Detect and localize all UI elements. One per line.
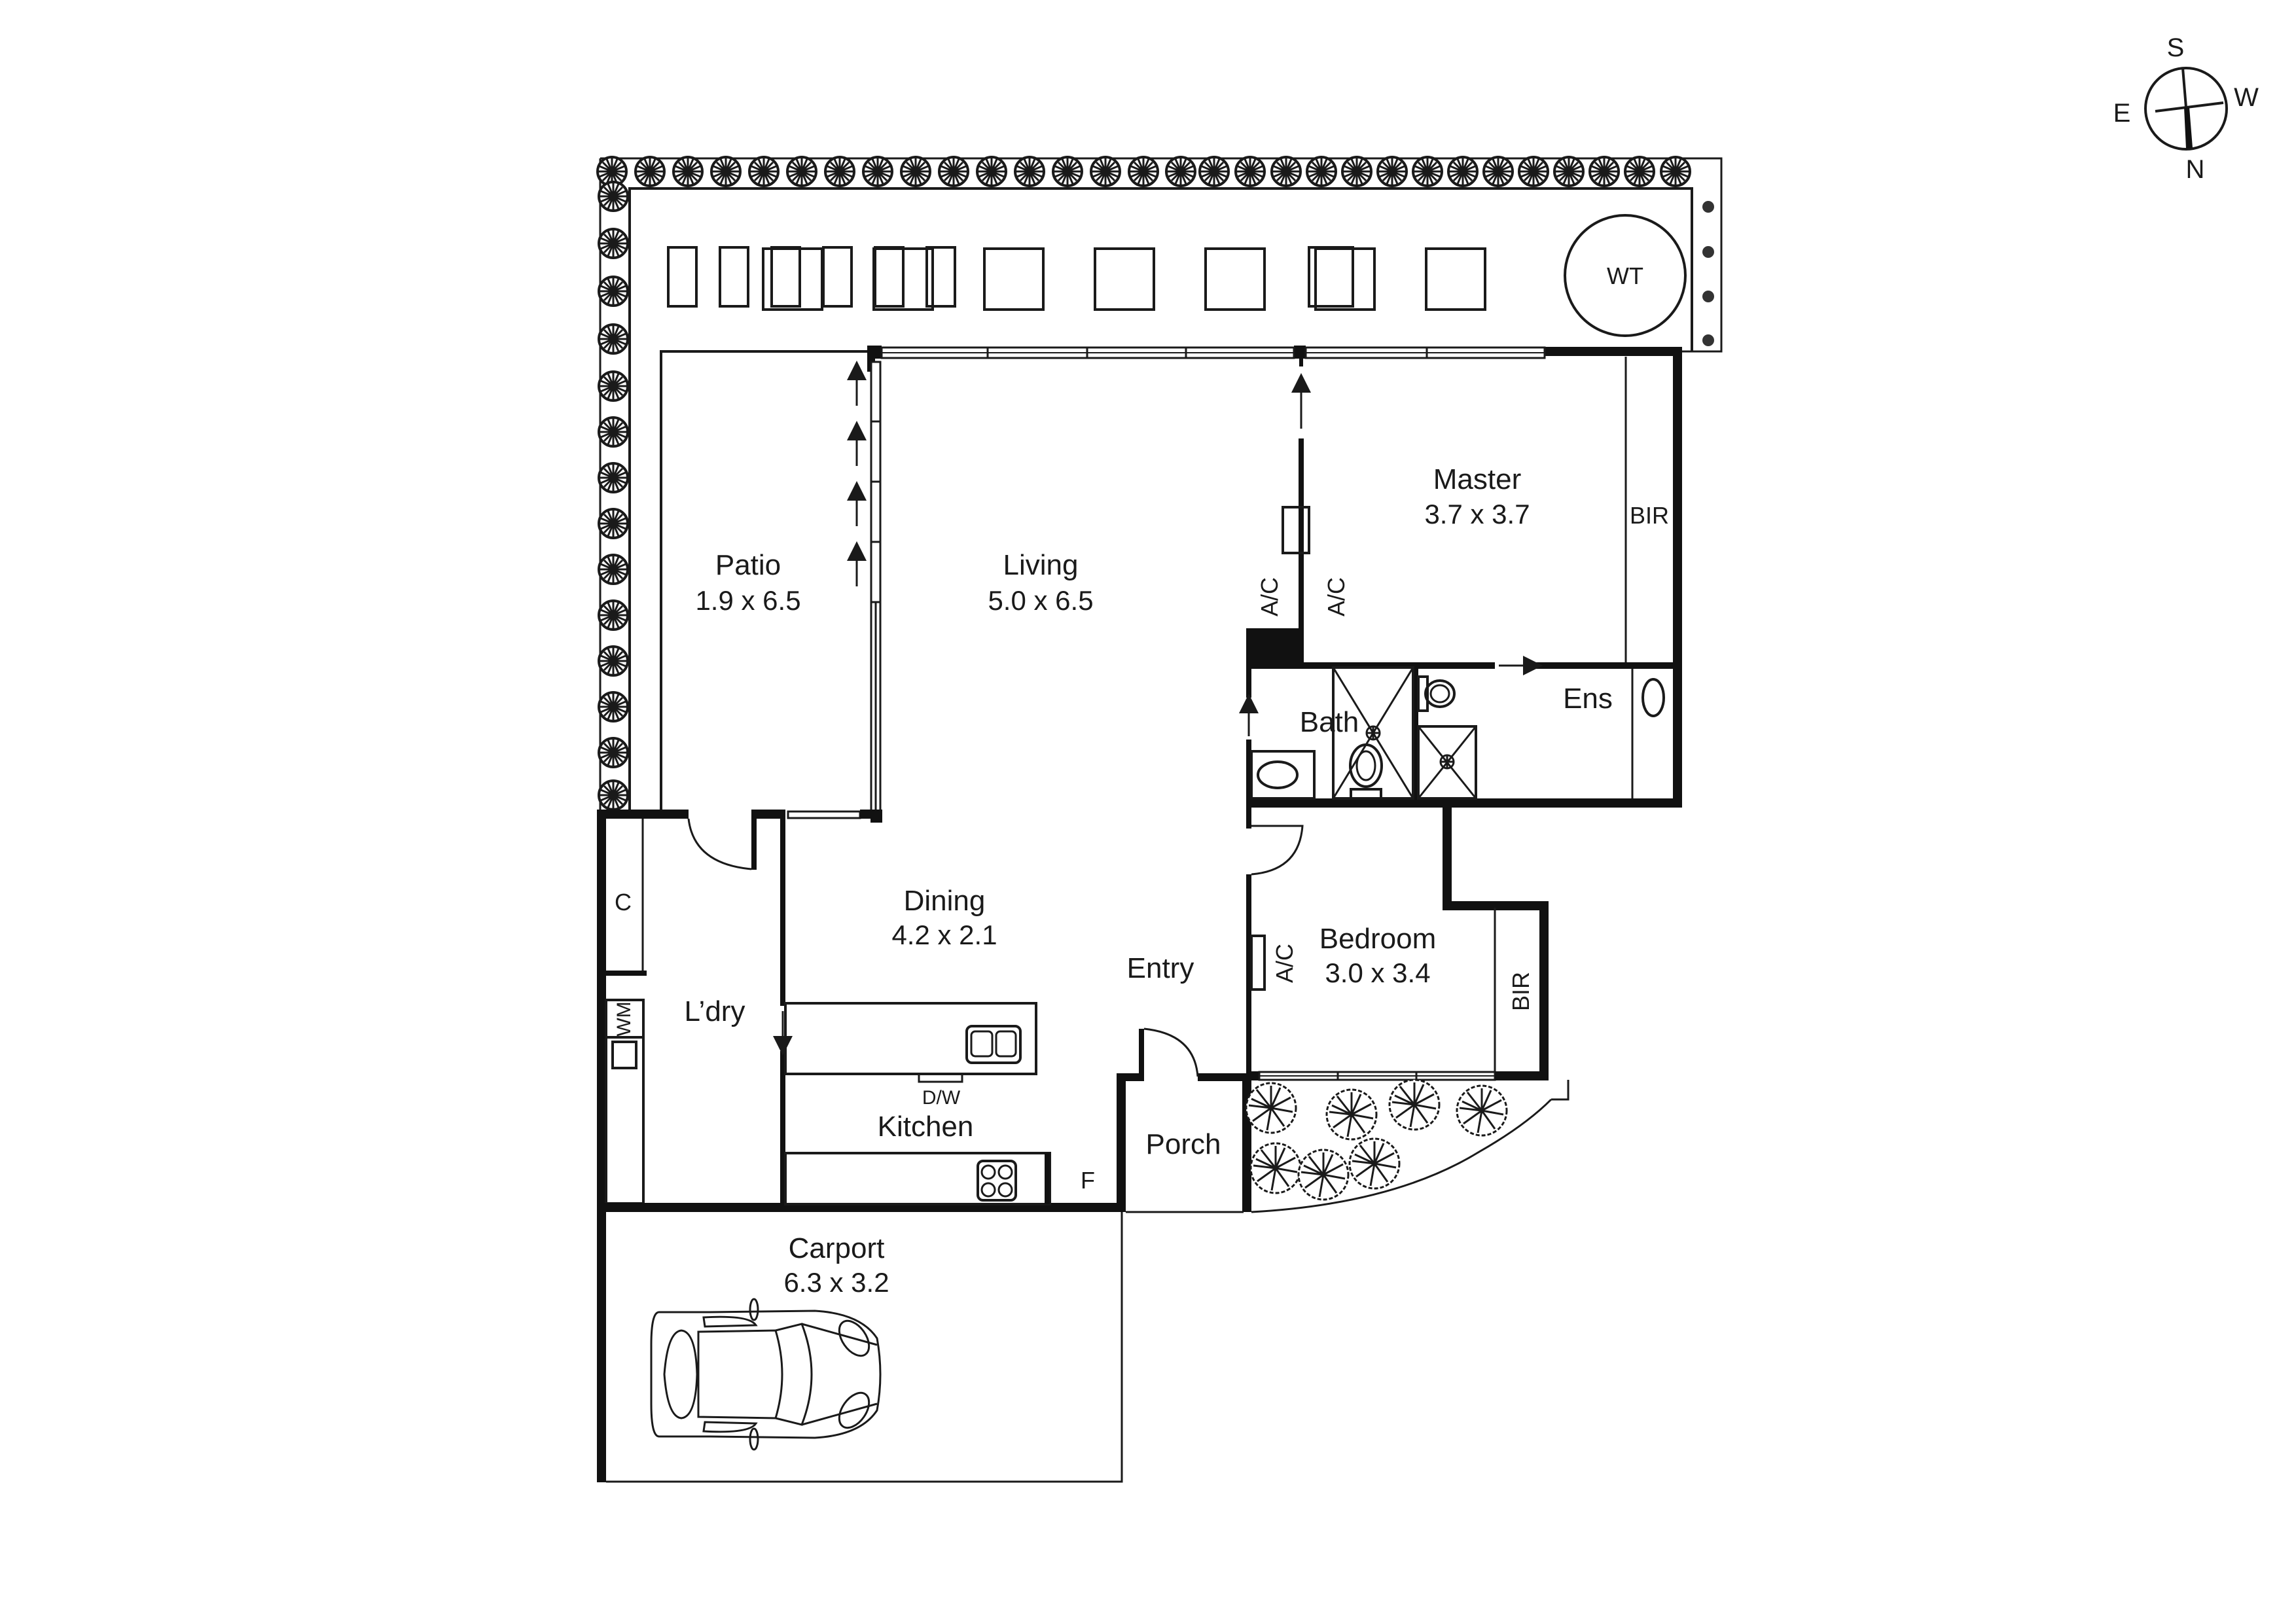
compass-north-label: N: [2186, 155, 2205, 184]
bath-label: Bath: [1300, 706, 1359, 738]
ac-label-bedroom: A/C: [1271, 944, 1298, 983]
bath-shower: [1332, 666, 1414, 800]
living-dimensions: 5.0 x 6.5: [988, 585, 1093, 616]
compass-ew-line: [2155, 101, 2224, 113]
laundry-tub-icon: [611, 1041, 637, 1069]
bedroom-garden: [1126, 1079, 1570, 1213]
ac-label-master: A/C: [1323, 577, 1350, 616]
compass-north-needle-icon: [2184, 107, 2193, 149]
bedroom-dimensions: 3.0 x 3.4: [1325, 957, 1430, 988]
compass-west-label: W: [2234, 83, 2259, 112]
double-sink-icon: [965, 1025, 1022, 1064]
garden-outer-border: [599, 157, 1723, 813]
compass-circle: [2144, 67, 2228, 151]
cooktop-icon: [977, 1160, 1017, 1202]
garden-inner-border: [628, 187, 1693, 813]
cupboard-label: C: [615, 889, 632, 916]
porch-label: Porch: [1146, 1128, 1221, 1160]
basin-icon: [1257, 760, 1299, 789]
garden-shrubs-right: [1702, 201, 1714, 346]
washing-machine-label: WM: [613, 1001, 635, 1036]
structural-column: [1246, 628, 1302, 668]
vanity: [1250, 750, 1316, 800]
garden: WT: [596, 156, 1723, 813]
kitchen-label: Kitchen: [878, 1111, 974, 1143]
planter-box: [719, 246, 749, 308]
patio-outline: [660, 350, 870, 813]
planter-box: [925, 246, 956, 308]
walls: [597, 346, 1682, 1482]
compass-east-label: E: [2113, 99, 2131, 128]
master-dimensions: 3.7 x 3.7: [1424, 499, 1530, 529]
planter-box: [874, 246, 905, 308]
ac-label-living: A/C: [1256, 577, 1283, 616]
garden-bed-edge: [1251, 1080, 1570, 1213]
carport-label: Carport: [789, 1232, 885, 1264]
room-carport: [597, 1203, 1123, 1483]
laundry-label: L’dry: [685, 995, 745, 1027]
door-swing: [1143, 1027, 1199, 1077]
garden-planters-row: [762, 247, 1486, 311]
master-label: Master: [1433, 463, 1521, 495]
planter-box: [770, 246, 801, 308]
kitchen-island: [784, 1002, 1037, 1075]
water-tank-label: WT: [1607, 262, 1643, 289]
patio-dimensions: 1.9 x 6.5: [695, 585, 800, 616]
master-bir-label: BIR: [1630, 502, 1669, 529]
toilet-icon: [1424, 679, 1456, 708]
dishwasher-label: D/W: [922, 1087, 961, 1109]
carport-outline: [606, 1212, 1123, 1483]
dishwasher: [918, 1073, 963, 1083]
bath-fixtures: [1250, 666, 1665, 800]
bedroom-label: Bedroom: [1319, 923, 1437, 955]
planter-box: [822, 246, 853, 308]
room-labels: Living 5.0 x 6.5 Master 3.7 x 3.7 BIR A/…: [613, 463, 1669, 1298]
compass-s-needle: [2181, 67, 2187, 108]
garden-planters: [667, 246, 1354, 308]
carport-dimensions: 6.3 x 3.2: [783, 1267, 889, 1298]
dining-label: Dining: [904, 885, 986, 917]
garden-shrubs-top: [596, 156, 1691, 187]
water-tank: [1564, 214, 1687, 337]
ensuite-label: Ens: [1563, 683, 1613, 715]
car-icon: [650, 1298, 882, 1451]
garden-shrubs-left: [598, 181, 629, 811]
room-patio: Patio 1.9 x 6.5: [660, 350, 870, 813]
fridge-label: F: [1081, 1167, 1095, 1194]
bedroom-bir-label: BIR: [1507, 972, 1534, 1011]
ac-unit: [1250, 935, 1266, 991]
living-label: Living: [1003, 549, 1079, 581]
basin-icon: [1641, 678, 1665, 717]
patio-label: Patio: [715, 549, 781, 581]
compass-south-label: S: [2167, 33, 2185, 62]
ac-unit: [1282, 506, 1310, 554]
dining-dimensions: 4.2 x 2.1: [891, 919, 997, 950]
door-swing: [1251, 825, 1304, 876]
planter-box: [667, 246, 698, 308]
compass: S E W N: [2113, 33, 2259, 184]
ensuite-shower: [1417, 725, 1477, 800]
door-swing: [687, 818, 752, 870]
entry-label: Entry: [1127, 952, 1194, 984]
